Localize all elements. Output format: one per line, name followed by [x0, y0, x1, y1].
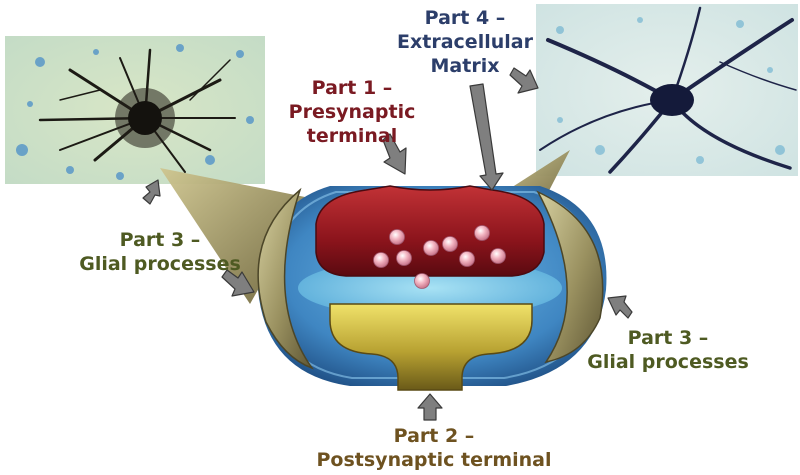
vesicle — [373, 252, 389, 268]
label-line: Part 3 – — [627, 327, 709, 349]
presynaptic-terminal — [315, 185, 545, 277]
arrow-glia-left-micrograph — [142, 179, 161, 205]
label-part4-extracellular-matrix: Part 4 – Extracellular Matrix — [392, 6, 538, 78]
label-part3-glial-processes-right: Part 3 – Glial processes — [576, 326, 760, 374]
label-part1-presynaptic-terminal: Part 1 – Presynaptic terminal — [282, 76, 422, 148]
left-callout-cone — [160, 168, 310, 304]
vesicle — [389, 229, 405, 245]
label-line: Part 1 – — [311, 77, 393, 99]
glial-micrograph — [5, 36, 265, 184]
label-line: Part 4 – — [424, 7, 506, 29]
synaptic-vesicles — [373, 225, 506, 289]
vesicle — [442, 236, 458, 252]
glial-process-right — [536, 190, 604, 364]
label-line: Matrix — [430, 55, 500, 77]
vesicle — [474, 225, 490, 241]
label-line: Part 2 – — [393, 425, 475, 447]
label-line: terminal — [306, 125, 398, 147]
label-line: Presynaptic — [288, 101, 416, 123]
arrow-part3-right — [607, 295, 633, 319]
postsynaptic-terminal — [329, 303, 533, 391]
vesicle — [490, 248, 506, 264]
glial-process-left — [257, 187, 314, 370]
arrow-part4 — [469, 83, 504, 191]
neuron-micrograph — [536, 4, 798, 176]
vesicle — [459, 251, 475, 267]
label-line: Glial processes — [79, 253, 241, 275]
arrow-part2 — [417, 393, 443, 421]
vesicle — [423, 240, 439, 256]
arrow-part4-micrograph — [509, 67, 539, 94]
label-part2-postsynaptic-terminal: Part 2 – Postsynaptic terminal — [306, 424, 562, 472]
arrow-part3-left — [221, 269, 255, 297]
vesicle — [396, 250, 412, 266]
label-line: Postsynaptic terminal — [316, 449, 552, 471]
arrow-part1 — [382, 133, 407, 175]
vesicle — [414, 273, 430, 289]
label-line: Glial processes — [587, 351, 749, 373]
label-line: Extracellular — [397, 31, 533, 53]
label-line: Part 3 – — [119, 229, 201, 251]
label-part3-glial-processes-left: Part 3 – Glial processes — [62, 228, 258, 276]
